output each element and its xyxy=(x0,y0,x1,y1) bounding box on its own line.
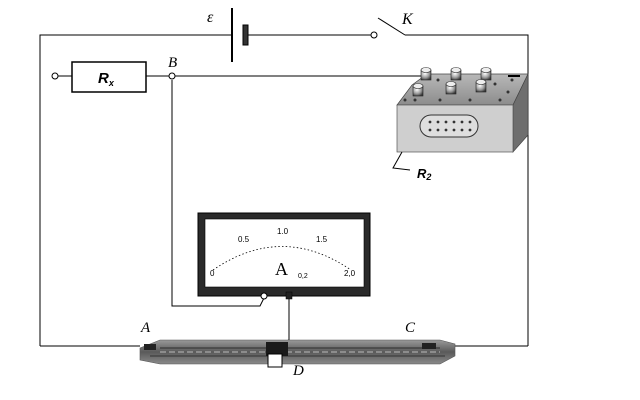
ammeter xyxy=(197,212,371,300)
ammeter-scale-0: 0 xyxy=(210,269,215,278)
emf-label: ε xyxy=(207,9,214,26)
switch-k xyxy=(370,17,406,39)
r2-leader-line xyxy=(392,151,411,171)
ammeter-small-mark: 0,2 xyxy=(298,273,308,280)
battery xyxy=(231,8,249,62)
resistance-box-label: R2 xyxy=(417,166,431,182)
wires xyxy=(39,34,529,347)
resistance-box xyxy=(396,67,529,153)
ammeter-terminal-left xyxy=(260,292,268,300)
node-b-label: B xyxy=(168,55,177,71)
slider-contact xyxy=(266,342,288,368)
resistor-rx-label: Rx xyxy=(98,70,115,88)
ammeter-letter: A xyxy=(275,259,288,279)
point-d-label: D xyxy=(292,363,304,379)
ammeter-scale-15: 1.5 xyxy=(316,235,328,244)
node-b xyxy=(168,72,176,80)
switch-label: K xyxy=(401,11,414,28)
ammeter-scale-20: 2,0 xyxy=(344,269,356,278)
point-a-label: A xyxy=(140,320,151,336)
resistor-rx xyxy=(71,61,147,93)
terminal-left xyxy=(51,72,59,80)
ammeter-scale-10: 1.0 xyxy=(277,227,289,236)
point-c-label: C xyxy=(405,320,416,336)
slide-wire xyxy=(139,339,456,365)
ammeter-terminal-right xyxy=(285,291,293,300)
ammeter-scale-05: 0.5 xyxy=(238,235,250,244)
